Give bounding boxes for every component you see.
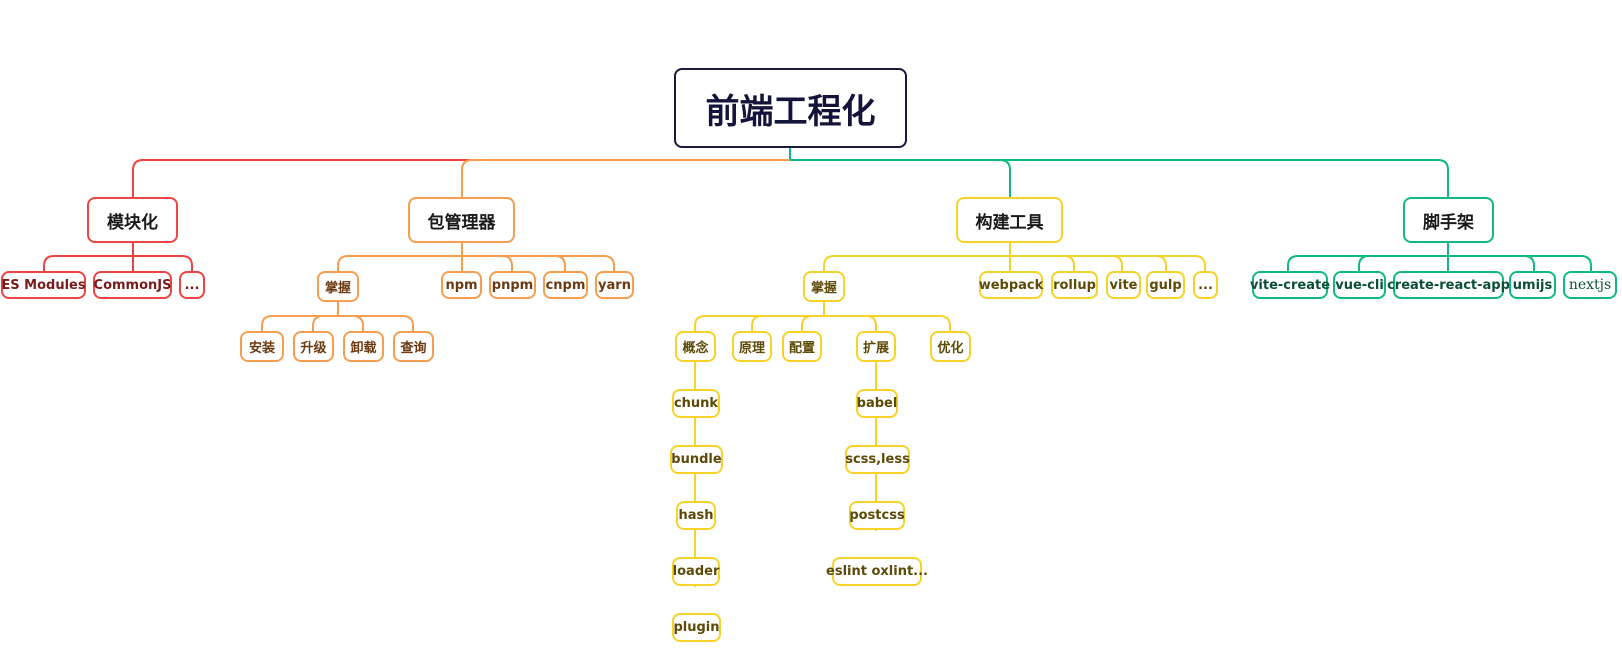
build-topic-config[interactable]: 配置 [782, 331, 822, 362]
item-label: 掌握 [810, 281, 837, 296]
item-label: plugin [673, 620, 720, 635]
package-manager-action[interactable]: 卸载 [343, 331, 384, 362]
item-label: 原理 [738, 341, 765, 356]
scaffolding-item[interactable]: nextjs [1563, 271, 1617, 299]
item-label: vite [1109, 277, 1138, 293]
modularization-item[interactable]: CommonJS [93, 271, 172, 299]
scaffolding-item[interactable]: vue-cli [1333, 271, 1386, 299]
item-label: yarn [598, 277, 631, 293]
item-label: umijs [1512, 277, 1553, 293]
item-label: pnpm [491, 277, 534, 293]
item-label: webpack [978, 277, 1044, 293]
concept-item[interactable]: chunk [672, 389, 720, 418]
item-label: 扩展 [862, 341, 889, 356]
branch-scaffolding[interactable]: 脚手架 [1403, 197, 1494, 243]
extend-item[interactable]: scss,less [845, 445, 910, 474]
scaffolding-item[interactable]: vite-create [1249, 271, 1331, 299]
item-label: create-react-app [1387, 277, 1510, 293]
item-label: ... [1198, 277, 1213, 293]
item-label: 查询 [400, 341, 427, 356]
scaffolding-item[interactable]: create-react-app [1387, 271, 1510, 299]
item-label: CommonJS [93, 277, 172, 293]
scaffolding-item[interactable]: umijs [1509, 271, 1556, 299]
package-manager-tool[interactable]: npm [441, 271, 482, 299]
branch-label: 脚手架 [1423, 212, 1474, 233]
build-tool[interactable]: vite [1106, 271, 1141, 299]
item-label: 概念 [682, 341, 709, 356]
package-manager-tool[interactable]: pnpm [489, 271, 536, 299]
item-label: ES Modules [1, 277, 86, 293]
extend-item[interactable]: postcss [849, 501, 905, 530]
package-manager-tool[interactable]: yarn [595, 271, 634, 299]
root-label: 前端工程化 [705, 91, 876, 132]
branch-label: 包管理器 [427, 212, 496, 233]
branch-package-manager[interactable]: 包管理器 [408, 197, 515, 243]
item-label: rollup [1053, 277, 1096, 293]
package-manager-master[interactable]: 掌握 [317, 271, 359, 302]
build-topic-concepts[interactable]: 概念 [675, 331, 716, 362]
root-node[interactable]: 前端工程化 [674, 68, 907, 148]
branch-label: 模块化 [107, 212, 158, 233]
build-topic-principle[interactable]: 原理 [732, 331, 772, 362]
item-label: 掌握 [324, 281, 351, 296]
build-topic-extend[interactable]: 扩展 [856, 331, 896, 362]
item-label: bundle [671, 452, 722, 467]
item-label: eslint oxlint... [826, 564, 928, 579]
item-label: hash [678, 508, 714, 523]
build-tools-master[interactable]: 掌握 [803, 271, 845, 302]
item-label: 优化 [937, 341, 964, 356]
concept-item[interactable]: plugin [672, 613, 721, 642]
item-label: 安装 [248, 341, 275, 356]
branch-modularization[interactable]: 模块化 [87, 197, 178, 243]
concept-item[interactable]: loader [672, 557, 720, 586]
item-label: ... [184, 277, 200, 293]
item-label: scss,less [845, 452, 910, 467]
extend-item[interactable]: babel [856, 389, 898, 418]
build-tool[interactable]: webpack [979, 271, 1043, 299]
item-label: vite-create [1249, 277, 1331, 293]
build-tool[interactable]: gulp [1146, 271, 1185, 299]
branch-build-tools[interactable]: 构建工具 [956, 197, 1063, 243]
item-label: nextjs [1568, 277, 1612, 293]
item-label: 卸载 [350, 341, 377, 356]
package-manager-action[interactable]: 查询 [393, 331, 434, 362]
build-tool[interactable]: ... [1193, 271, 1218, 299]
concept-item[interactable]: bundle [670, 445, 723, 474]
item-label: vue-cli [1335, 277, 1384, 293]
item-label: babel [856, 396, 898, 411]
item-label: postcss [849, 508, 905, 523]
build-tool[interactable]: rollup [1051, 271, 1098, 299]
item-label: npm [445, 277, 478, 293]
item-label: cnpm [545, 277, 586, 293]
item-label: gulp [1149, 277, 1182, 293]
extend-item[interactable]: eslint oxlint... [826, 557, 928, 586]
item-label: 配置 [788, 341, 815, 356]
item-label: 升级 [300, 341, 327, 356]
concept-item[interactable]: hash [676, 501, 716, 530]
item-label: chunk [673, 396, 719, 411]
package-manager-action[interactable]: 安装 [240, 331, 284, 362]
branch-label: 构建工具 [975, 212, 1044, 233]
build-topic-optimize[interactable]: 优化 [930, 331, 971, 362]
item-label: loader [672, 564, 720, 579]
modularization-item[interactable]: ES Modules [1, 271, 86, 299]
modularization-item[interactable]: ... [179, 271, 205, 299]
package-manager-action[interactable]: 升级 [293, 331, 334, 362]
package-manager-tool[interactable]: cnpm [543, 271, 588, 299]
